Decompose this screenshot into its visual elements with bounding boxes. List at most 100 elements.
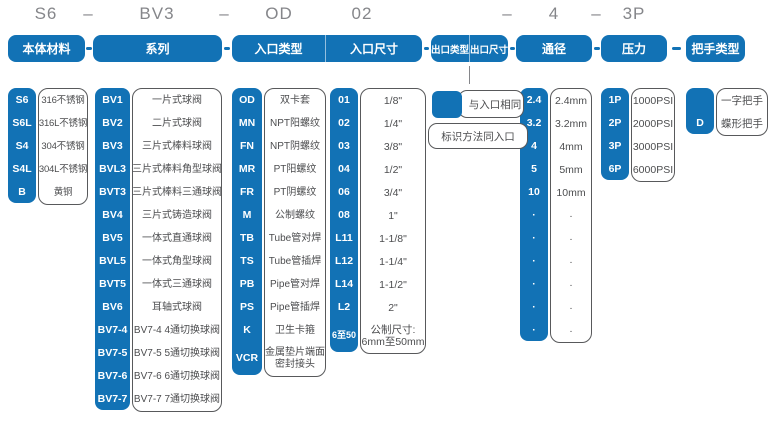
inlet-size-header: 入口尺寸 [349,42,398,56]
header-connector [594,47,600,50]
series-label: 二片式球阀 [152,117,202,129]
material-code: S6L [12,116,32,129]
inlet-size-label: 1-1/4" [379,255,407,268]
inlet-size-label: 1" [388,209,398,222]
outlet-type-header: 出口类型 [431,44,470,56]
inlet-type-label: Tube管插焊 [268,255,322,267]
series-code: BVT3 [99,185,126,198]
bore-label: · [569,209,573,222]
inlet-type-code: TS [240,254,254,267]
inlet-type-label: Pipe管对焊 [269,278,320,290]
bore-label: · [569,278,573,291]
bore-code: 4 [531,139,537,152]
outlet-labeling-note-box: 标识方法同入口 [428,123,528,149]
series-code: BV6 [102,300,123,313]
bore-label: 2.4mm [554,94,588,107]
series-label: BV7-6 6通切换球阀 [133,370,221,382]
top-code-bore: 4 [548,4,560,23]
inlet-size-label: 1/8" [383,94,403,107]
inlet-type-code: OD [239,93,255,106]
series-label: 三片式棒料角型球阀 [133,163,221,175]
bore-label: · [569,232,573,245]
top-dash: – [219,4,229,23]
series-label: 一体式三通球阀 [142,278,212,290]
outlet-blank-code-pill [432,91,462,118]
material-header-pill: 本体材料 [8,35,85,62]
inlet-size-label: 3/8" [383,140,403,153]
inlet-size-label: 1/4" [383,117,403,130]
inlet-type-code: PB [239,277,255,290]
top-dash: – [83,4,93,23]
material-code: B [18,185,26,198]
bore-code: · [532,231,536,244]
outlet-same-as-inlet-box: 与入口相同 [458,90,524,118]
series-code: BV7-7 [97,392,128,405]
pressure-label: 6000PSI [632,163,674,176]
inlet-type-label: 卫生卡箍 [275,324,315,336]
top-code-inlet-type: OD [265,4,293,23]
top-code-material: S6 [34,4,58,23]
inlet-size-code: 6至50 [331,330,357,340]
bore-code: · [532,254,536,267]
series-label: BV7-7 7通切换球阀 [133,393,221,405]
inlet-size-code: L11 [335,231,353,244]
inlet-size-label: 1-1/8" [379,232,407,245]
material-label: 304L不锈钢 [39,163,87,175]
series-code: BV4 [102,208,123,221]
outlet-size-header: 出口尺寸 [469,44,508,56]
series-code: BV7-6 [97,369,128,382]
pill-divider [469,35,470,62]
series-header-pill: 系列 [93,35,222,62]
pressure-code: 6P [608,162,622,175]
material-label: 黄铜 [53,186,73,198]
top-code-inlet-size: 02 [351,4,373,23]
outlet-connector-line [469,66,470,84]
inlet-type-code: VCR [235,352,259,364]
inlet-type-code: FN [240,139,254,152]
handle-codes-pill: D [686,88,714,134]
series-label: 三片式铸造球阀 [142,209,212,221]
inlet-size-code: 06 [338,185,350,198]
inlet-size-code: 04 [338,162,350,175]
inlet-type-label: Pipe管插焊 [269,301,320,313]
inlet-type-label: Tube管对焊 [268,232,322,244]
bore-header-pill: 通径 [516,35,592,62]
inlet-type-code: TB [240,231,254,244]
inlet-type-code: M [242,208,252,221]
pressure-code: 3P [608,139,622,152]
handle-column: D 一字把手蝶形把手 [686,88,768,136]
handle-label: 一字把手 [721,94,763,107]
inlet-size-label: 2" [388,301,398,314]
inlet-size-code: L12 [334,254,354,267]
series-code: BVT5 [99,277,126,290]
header-connector [510,47,515,50]
handle-label: 蝶形把手 [721,117,763,130]
inlet-type-label: PT阴螺纹 [273,186,317,198]
inlet-size-code: 03 [338,139,350,152]
material-label: 304不锈钢 [41,140,85,152]
header-connector [86,47,92,50]
header-connector [424,47,429,50]
header-connector [224,47,230,50]
inlet-type-label: NPT阳螺纹 [270,117,320,129]
inlet-type-label: 金属垫片端面密封接头 [265,347,325,370]
material-code: S4 [15,139,29,152]
series-code: BV2 [102,116,123,129]
series-label: 一体式直通球阀 [142,232,212,244]
inlet-type-code: PS [239,300,254,313]
series-label: BV7-4 4通切换球阀 [133,324,221,336]
pressure-label: 3000PSI [632,140,674,153]
inlet-size-code: 01 [338,93,350,106]
material-label: 316不锈钢 [41,94,85,106]
inlet-type-label: 公制螺纹 [275,209,315,221]
top-code-pressure: 3P [622,4,646,23]
